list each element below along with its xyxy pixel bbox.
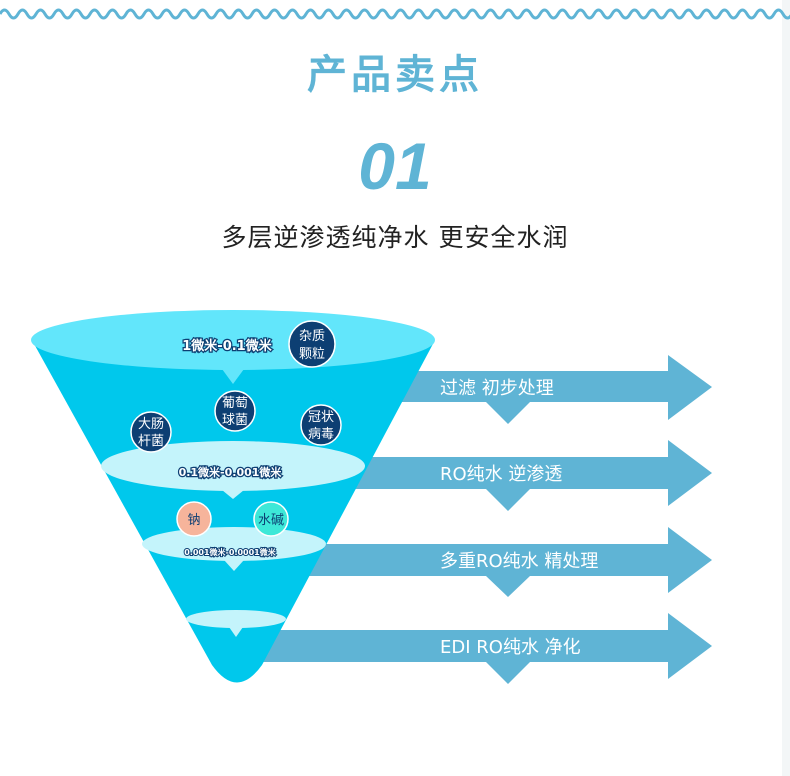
wave-border [0, 8, 790, 20]
mineral-scale: 水碱 [253, 501, 289, 537]
svg-text:杆菌: 杆菌 [138, 434, 164, 449]
svg-text:颗粒: 颗粒 [299, 347, 325, 362]
stage-label-2: RO纯水 逆渗透 [440, 464, 562, 485]
svg-text:冠状: 冠状 [308, 410, 334, 425]
funnel: 1微米-0.1微米 0.1微米-0.001微米 0.001微米-0.0001微米… [31, 310, 435, 683]
particle-impurity: 杂质 颗粒 [288, 320, 336, 368]
svg-text:钠: 钠 [187, 513, 200, 528]
funnel-layer-1 [31, 310, 435, 370]
svg-text:大肠: 大肠 [138, 417, 164, 432]
section-number: 01 [358, 129, 432, 203]
svg-text:球菌: 球菌 [222, 413, 248, 428]
stage-arrow-3: 多重RO纯水 精处理 [270, 527, 712, 597]
funnel-layer-2 [101, 441, 365, 491]
mineral-sodium: 钠 [176, 501, 212, 537]
funnel-layer-4 [186, 610, 286, 628]
stage-arrow-4: EDI RO纯水 净化 [240, 613, 712, 684]
right-edge-strip [782, 0, 790, 776]
page-title: 产品卖点 [307, 52, 483, 98]
stage-arrow-1: 过滤 初步处理 [330, 355, 712, 424]
svg-text:葡萄: 葡萄 [222, 396, 248, 411]
range-label-1: 1微米-0.1微米 [182, 338, 272, 354]
section-subtitle: 多层逆渗透纯净水 更安全水润 [221, 223, 569, 252]
particle-coronavirus: 冠状 病毒 [300, 404, 342, 446]
stage-arrow-2: RO纯水 逆渗透 [300, 440, 712, 511]
particle-e-coli: 大肠 杆菌 [130, 411, 172, 453]
svg-text:杂质: 杂质 [299, 329, 325, 344]
range-label-2: 0.1微米-0.001微米 [179, 465, 283, 479]
svg-text:水碱: 水碱 [258, 513, 284, 528]
stage-arrows: 过滤 初步处理 RO纯水 逆渗透 多重RO纯水 精处理 EDI RO纯水 净化 [240, 355, 712, 684]
particle-staphylococcus: 葡萄 球菌 [214, 390, 256, 432]
svg-text:病毒: 病毒 [308, 427, 334, 442]
stage-label-3: 多重RO纯水 精处理 [440, 551, 598, 572]
range-label-3: 0.001微米-0.0001微米 [184, 547, 276, 557]
stage-label-1: 过滤 初步处理 [440, 378, 554, 399]
stage-label-4: EDI RO纯水 净化 [440, 637, 581, 658]
